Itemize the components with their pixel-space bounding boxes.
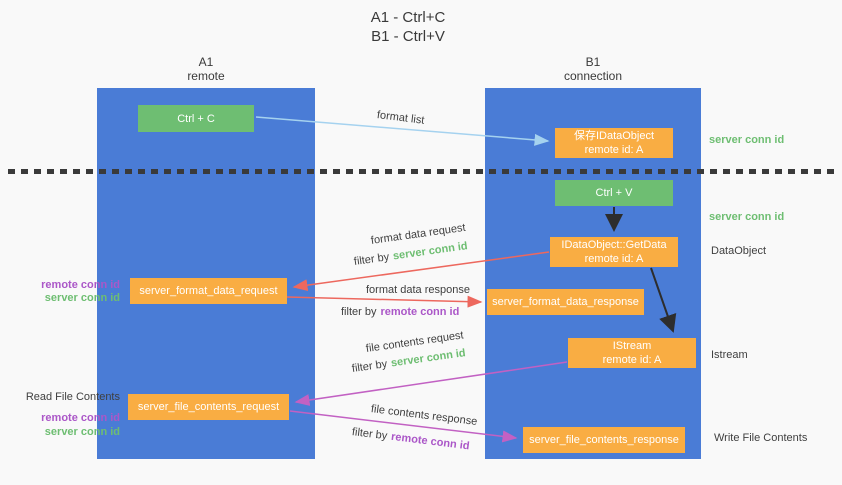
- node-istream: IStream remote id: A: [568, 338, 696, 368]
- filter-by-text: filter by: [341, 306, 377, 318]
- node-server-format-data-request: server_format_data_request: [130, 278, 287, 304]
- node-save-idataobject-line1: 保存IDataObject: [573, 130, 655, 142]
- server-conn-id-key: server conn id: [390, 347, 467, 370]
- lifeline-b1-role: connection: [563, 69, 623, 83]
- phase-separator-dotted-line: [8, 169, 834, 174]
- right-write-file-contents-label: Write File Contents: [714, 432, 808, 444]
- node-file-response-label: server_file_contents_response: [529, 434, 679, 446]
- node-file-request-label: server_file_contents_request: [137, 401, 280, 413]
- label-format-data-response: format data response: [366, 284, 470, 296]
- node-istream-line1: IStream: [612, 340, 652, 352]
- right-istream-label: Istream: [711, 349, 748, 361]
- remote-conn-id-key: remote conn id: [390, 430, 471, 453]
- title-line-1: A1 - Ctrl+C: [370, 9, 446, 26]
- filter-by-text: filter by: [351, 426, 388, 443]
- right-dataobject-label: DataObject: [711, 245, 767, 257]
- left-server-conn-id-top: server conn id: [44, 292, 120, 304]
- label-file-contents-response: file contents response: [370, 403, 478, 428]
- node-istream-line2: remote id: A: [602, 354, 662, 366]
- title-line-2: B1 - Ctrl+V: [371, 28, 445, 45]
- remote-conn-id-key: remote conn id: [380, 306, 460, 318]
- right-server-conn-id-mid: server conn id: [709, 211, 785, 223]
- node-format-request-label: server_format_data_request: [139, 285, 278, 297]
- node-ctrl-c: Ctrl + C: [138, 105, 254, 132]
- left-read-file-contents-label: Read File Contents: [25, 391, 120, 403]
- filter-by-text: filter by: [351, 358, 388, 375]
- node-server-format-data-response: server_format_data_response: [487, 289, 644, 315]
- lifeline-b1-header: B1 connection: [485, 55, 701, 83]
- node-format-response-label: server_format_data_response: [492, 296, 639, 308]
- node-server-file-contents-request: server_file_contents_request: [128, 394, 289, 420]
- left-remote-conn-id-bottom: remote conn id: [41, 412, 120, 424]
- lifeline-a1-name: A1: [198, 55, 214, 69]
- node-idataobject-getdata: IDataObject::GetData remote id: A: [550, 237, 678, 267]
- right-server-conn-id-top: server conn id: [709, 134, 785, 146]
- lifeline-b1-name: B1: [585, 55, 601, 69]
- node-save-idataobject-line2: remote id: A: [584, 144, 644, 156]
- format-data-response-arrow: [286, 295, 483, 308]
- lifeline-a1-header: A1 remote: [97, 55, 315, 83]
- node-getdata-line1: IDataObject::GetData: [561, 239, 667, 251]
- left-remote-conn-id-top: remote conn id: [41, 279, 120, 291]
- filter-by-text: filter by: [353, 251, 390, 268]
- lifeline-a1-role: remote: [187, 69, 225, 83]
- diagram-title: A1 - Ctrl+C B1 - Ctrl+V: [340, 8, 476, 46]
- node-server-file-contents-response: server_file_contents_response: [523, 427, 685, 453]
- node-save-idataobject: 保存IDataObject remote id: A: [555, 128, 673, 158]
- node-getdata-line2: remote id: A: [584, 253, 644, 265]
- server-conn-id-key: server conn id: [392, 240, 469, 263]
- node-ctrl-v: Ctrl + V: [555, 180, 673, 206]
- node-ctrl-v-label: Ctrl + V: [595, 187, 633, 199]
- node-ctrl-c-label: Ctrl + C: [177, 112, 215, 125]
- left-server-conn-id-bottom: server conn id: [44, 426, 120, 438]
- label-format-list: format list: [376, 109, 426, 127]
